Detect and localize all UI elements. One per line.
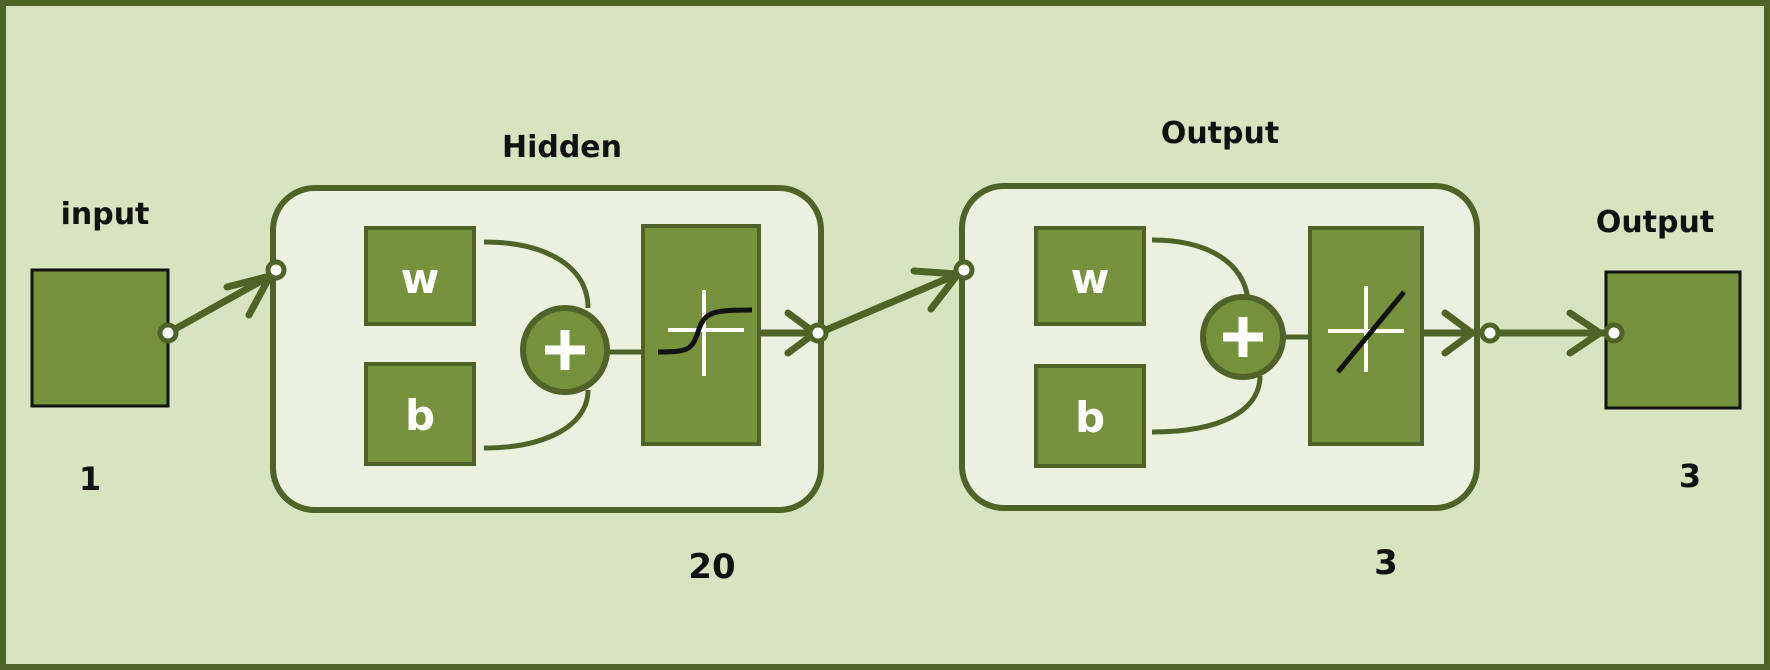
output-block bbox=[1604, 270, 1742, 410]
hidden-title: Hidden bbox=[502, 130, 622, 165]
hidden-weight-block: w bbox=[364, 226, 476, 326]
plus-icon bbox=[1223, 317, 1263, 357]
output-layer-title: Output bbox=[1161, 116, 1279, 151]
output-weight-to-sum-line bbox=[1151, 237, 1251, 301]
output-layer-input-port bbox=[953, 259, 975, 281]
hidden-size: 20 bbox=[688, 547, 735, 587]
input-title: input bbox=[61, 197, 150, 232]
output-title: Output bbox=[1596, 205, 1714, 240]
output-layer-arrowhead bbox=[1441, 309, 1478, 357]
hidden-bias-block: b bbox=[364, 362, 476, 466]
connection-hidden-to-output bbox=[824, 270, 960, 334]
hidden-bias-label: b bbox=[405, 391, 435, 440]
output-layer-output-port bbox=[1479, 322, 1501, 344]
connection-input-to-hidden bbox=[166, 272, 272, 337]
hidden-sum-node bbox=[520, 305, 610, 395]
hidden-output-port bbox=[807, 322, 829, 344]
output-bias-label: b bbox=[1075, 393, 1105, 442]
arrowhead-output-layer-to-output bbox=[1566, 309, 1607, 357]
input-port bbox=[157, 322, 179, 344]
output-bias-block: b bbox=[1034, 364, 1146, 468]
hidden-input-port bbox=[265, 259, 287, 281]
plus-icon bbox=[545, 330, 585, 370]
linear-transfer-icon bbox=[1308, 226, 1424, 446]
hidden-weight-to-sum-line bbox=[483, 239, 591, 309]
hidden-bias-to-sum-line bbox=[483, 389, 591, 451]
sigmoid-transfer-icon bbox=[641, 224, 761, 446]
output-bias-to-sum-line bbox=[1151, 375, 1263, 435]
input-size: 1 bbox=[79, 460, 101, 498]
hidden-weight-label: w bbox=[401, 254, 440, 303]
output-layer-size: 3 bbox=[1374, 543, 1398, 583]
input-block bbox=[30, 268, 170, 408]
output-sum-node bbox=[1200, 294, 1286, 380]
output-weight-block: w bbox=[1034, 226, 1146, 326]
output-port bbox=[1603, 322, 1625, 344]
output-size: 3 bbox=[1679, 457, 1701, 495]
output-weight-label: w bbox=[1071, 254, 1110, 303]
